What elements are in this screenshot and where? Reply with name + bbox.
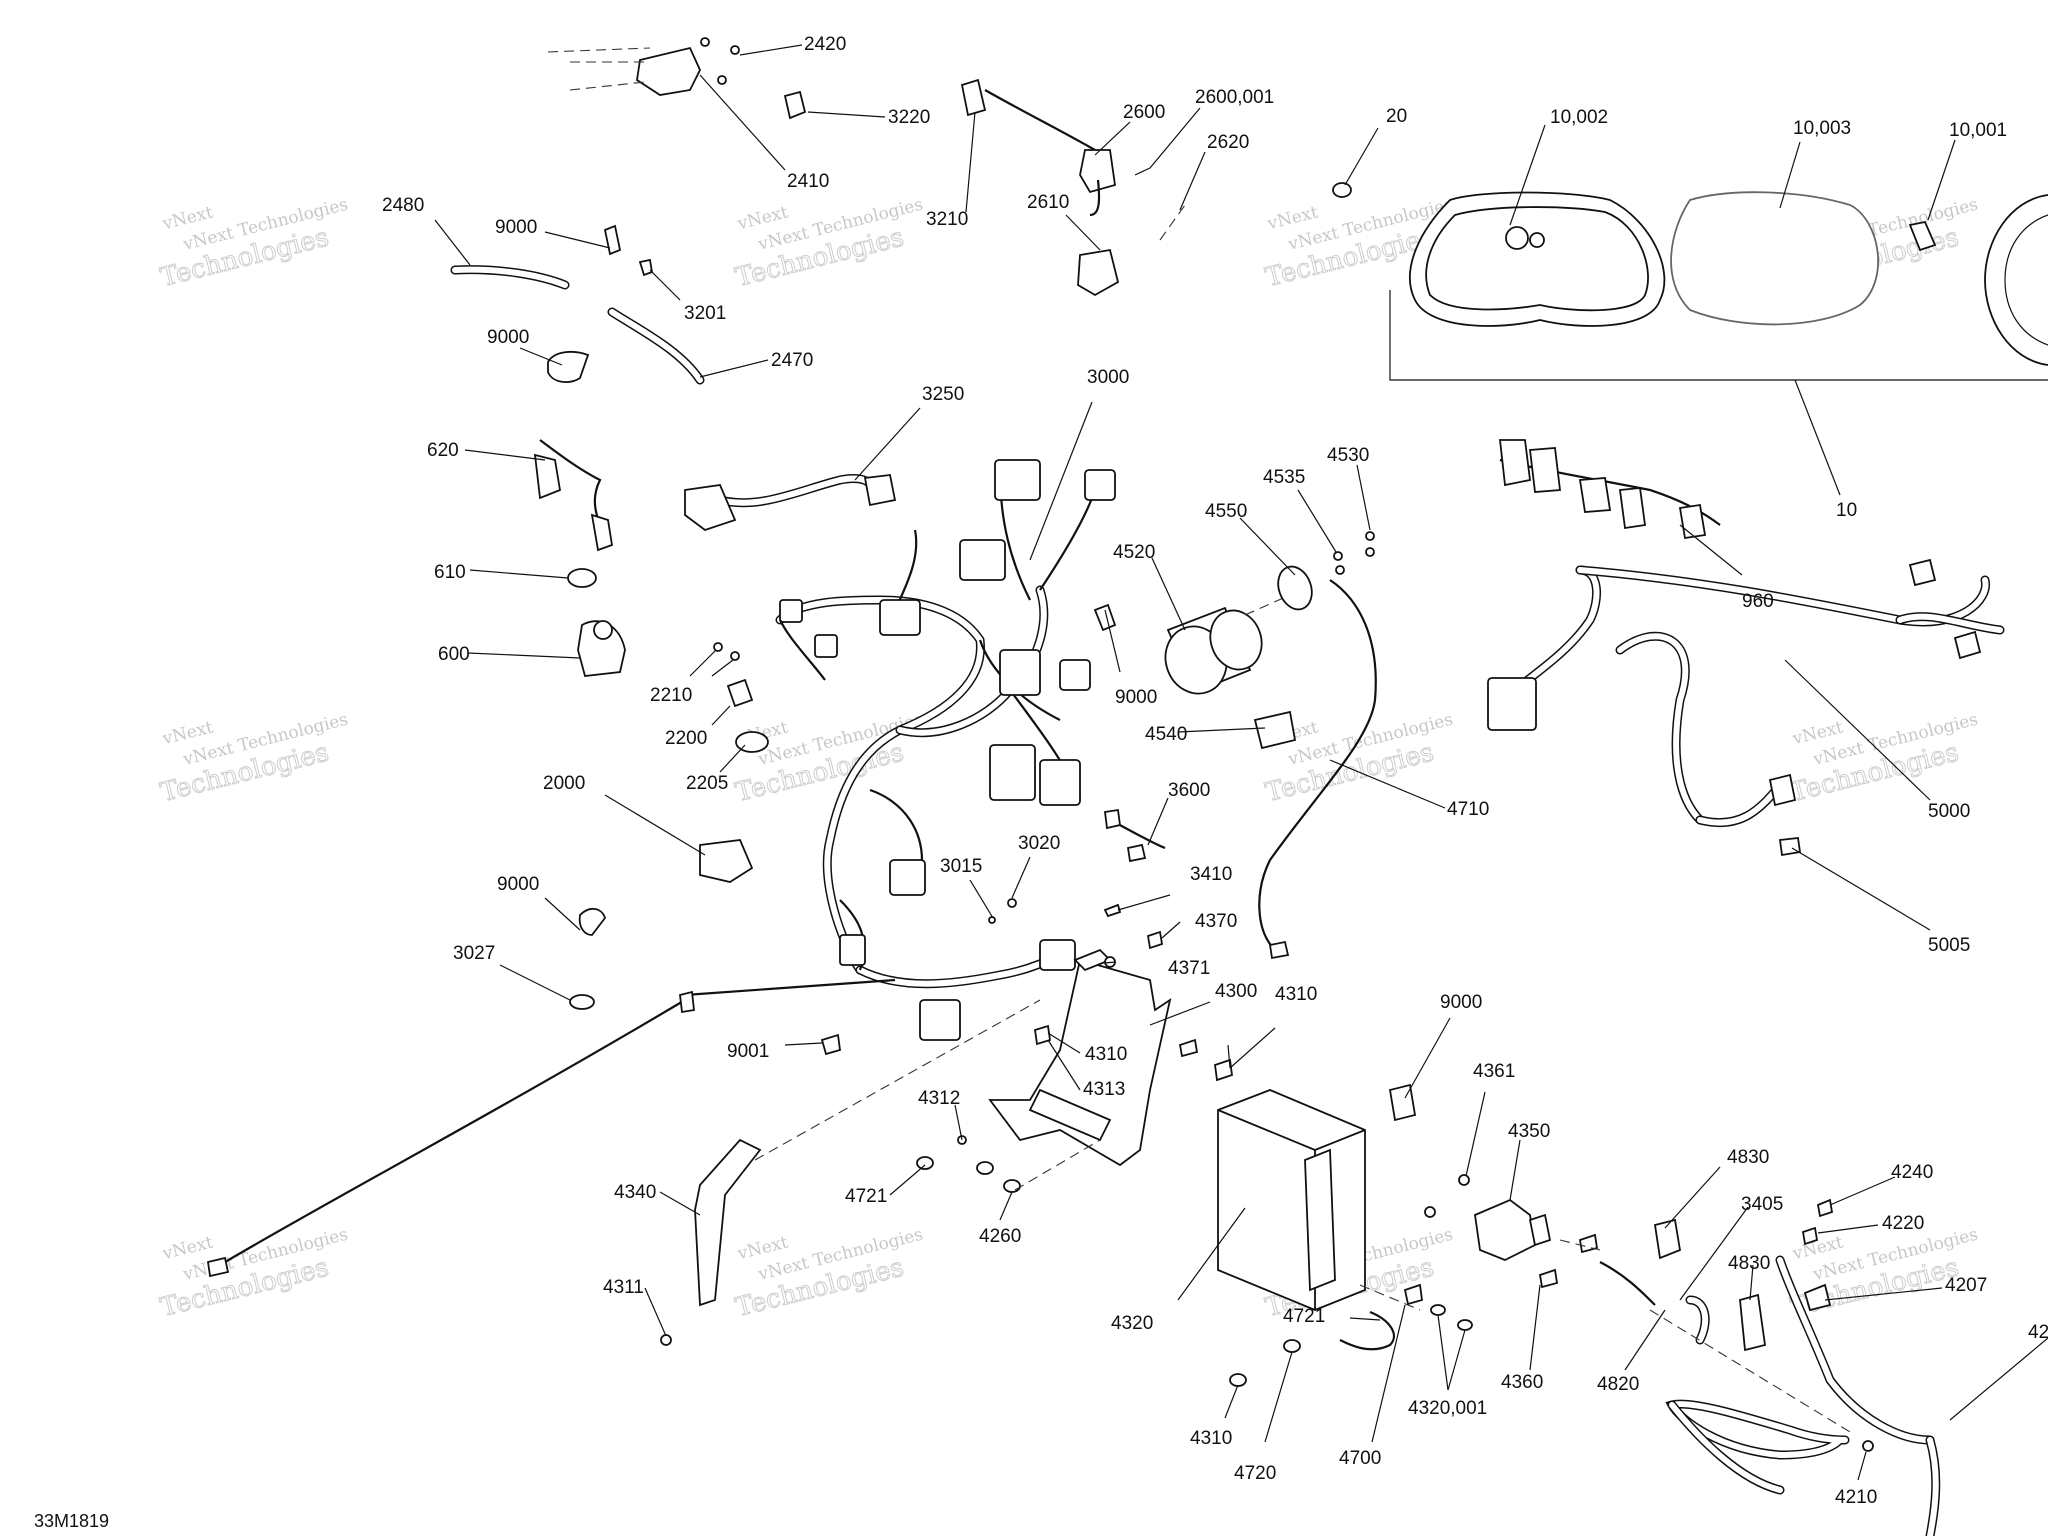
callout-2420: 2420 — [804, 34, 846, 55]
callout-600: 600 — [438, 644, 470, 665]
callout-4700: 4700 — [1339, 1448, 1381, 1469]
callout-2200: 2200 — [665, 728, 707, 749]
part-drawings — [206, 37, 2048, 1536]
callout-10: 10 — [1836, 500, 1857, 521]
callout-5005: 5005 — [1928, 935, 1970, 956]
callout-2610: 2610 — [1027, 192, 1069, 213]
callout-3250: 3250 — [922, 384, 964, 405]
callout-4535: 4535 — [1263, 467, 1305, 488]
watermark: vNext vNext Technologies Technologies — [157, 710, 350, 809]
callout-4240: 4240 — [1891, 1162, 1933, 1183]
callout-4310: 4310 — [1085, 1044, 1127, 1065]
watermark: vNext vNext Technologies Technologies — [732, 1225, 925, 1324]
callout-4721: 4721 — [845, 1186, 887, 1207]
callout-2480: 2480 — [382, 195, 424, 216]
callout-2000: 2000 — [543, 773, 585, 794]
callout-4320: 4320 — [1111, 1313, 1153, 1334]
callout-4340: 4340 — [614, 1182, 656, 1203]
callout-3405: 3405 — [1741, 1194, 1783, 1215]
callout-4260: 4260 — [979, 1226, 1021, 1247]
callout-9000: 9000 — [1115, 687, 1157, 708]
callout-4520: 4520 — [1113, 542, 1155, 563]
callout-960: 960 — [1742, 591, 1774, 612]
callout-3201: 3201 — [684, 303, 726, 324]
callout-4220: 4220 — [1882, 1213, 1924, 1234]
callout-4820: 4820 — [1597, 1374, 1639, 1395]
callout-10-001: 10,001 — [1949, 120, 2007, 141]
callout-4361: 4361 — [1473, 1061, 1515, 1082]
watermark: vNext vNext Technologies Technologies — [157, 195, 350, 294]
callout-4310: 4310 — [1275, 984, 1317, 1005]
callout-4530: 4530 — [1327, 445, 1369, 466]
callout-4550: 4550 — [1205, 501, 1247, 522]
callout-4207: 4207 — [1945, 1275, 1987, 1296]
harness-5000 — [1487, 558, 2005, 828]
callout-42-partial: 42 — [2028, 1322, 2048, 1343]
callout-4721: 4721 — [1283, 1306, 1325, 1327]
callout-9000: 9000 — [1440, 992, 1482, 1013]
callout-4830: 4830 — [1727, 1147, 1769, 1168]
callout-20: 20 — [1386, 106, 1407, 127]
callout-4313: 4313 — [1083, 1079, 1125, 1100]
callout-9001: 9001 — [727, 1041, 769, 1062]
callout-labels: 2420 2410 3220 3210 2600 2600,001 2620 2… — [382, 34, 2048, 1508]
capacitor-4520 — [1164, 606, 1263, 695]
callout-4311: 4311 — [603, 1277, 644, 1298]
callout-3220: 3220 — [888, 107, 930, 128]
solenoid-4350 — [1474, 1198, 1552, 1261]
callout-3000: 3000 — [1087, 367, 1129, 388]
callout-610: 610 — [434, 562, 466, 583]
callout-2410: 2410 — [787, 171, 829, 192]
callout-3600: 3600 — [1168, 780, 1210, 801]
battery-tray — [988, 948, 1172, 1167]
callout-2210: 2210 — [650, 685, 692, 706]
callout-4710: 4710 — [1447, 799, 1489, 820]
watermark: vNext vNext Technologies Technologies — [157, 1225, 350, 1324]
callout-3410: 3410 — [1190, 864, 1232, 885]
harness-960 — [1498, 439, 1721, 540]
bracket-4340 — [694, 1138, 762, 1307]
callout-4312: 4312 — [918, 1088, 960, 1109]
callout-2600: 2600 — [1123, 102, 1165, 123]
callout-3020: 3020 — [1018, 833, 1060, 854]
callout-4300: 4300 — [1215, 981, 1257, 1002]
callout-4720: 4720 — [1234, 1463, 1276, 1484]
callout-4210: 4210 — [1835, 1487, 1877, 1508]
callout-10-003: 10,003 — [1793, 118, 1851, 139]
callout-10-002: 10,002 — [1550, 107, 1608, 128]
callout-4360: 4360 — [1501, 1372, 1543, 1393]
callout-9000: 9000 — [495, 217, 537, 238]
diagram-code: 33M1819 — [34, 1511, 110, 1531]
callout-4540: 4540 — [1145, 724, 1187, 745]
callout-2205: 2205 — [686, 773, 728, 794]
callout-9000: 9000 — [497, 874, 539, 895]
callout-5000: 5000 — [1928, 801, 1970, 822]
callout-3015: 3015 — [940, 856, 982, 877]
switch-housing-2410 — [636, 46, 701, 96]
callout-620: 620 — [427, 440, 459, 461]
watermark: vNext vNext Technologies Technologies — [1262, 710, 1455, 809]
gauge-cluster — [1984, 194, 2048, 366]
callout-2620: 2620 — [1207, 132, 1249, 153]
callout-9000: 9000 — [487, 327, 529, 348]
leader-lines — [434, 44, 2048, 1481]
callout-4371: 4371 — [1168, 958, 1210, 979]
callout-3210: 3210 — [926, 209, 968, 230]
callout-2600-001: 2600,001 — [1195, 87, 1274, 108]
callout-4320-001: 4320,001 — [1408, 1398, 1487, 1419]
callout-2470: 2470 — [771, 350, 813, 371]
callout-3027: 3027 — [453, 943, 495, 964]
main-wiring-harness — [775, 459, 1116, 1041]
callout-4310: 4310 — [1190, 1428, 1232, 1449]
callout-4370: 4370 — [1195, 911, 1237, 932]
battery-4320 — [1217, 1089, 1366, 1311]
watermark: vNext vNext Technologies Technologies — [1787, 710, 1980, 809]
callout-4350: 4350 — [1508, 1121, 1550, 1142]
callout-4830: 4830 — [1728, 1253, 1770, 1274]
